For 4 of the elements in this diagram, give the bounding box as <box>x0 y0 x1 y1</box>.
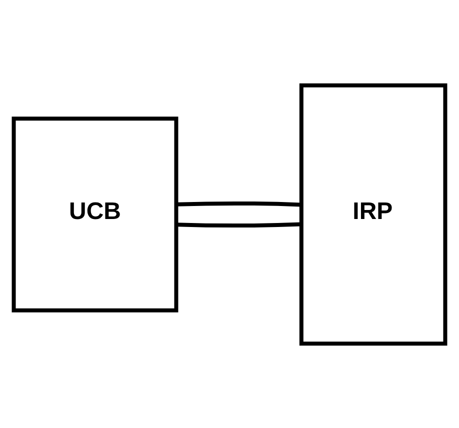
node-box: UCB <box>12 116 178 312</box>
connector <box>176 222 302 227</box>
node-box: IRP <box>299 82 448 346</box>
connector <box>176 201 302 206</box>
